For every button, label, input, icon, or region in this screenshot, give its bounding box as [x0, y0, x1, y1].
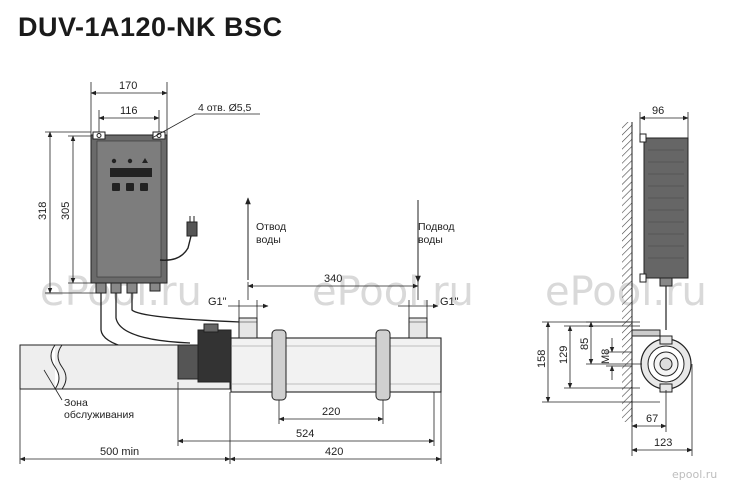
epool-logo: epool.ru	[672, 468, 717, 481]
service-zone-label-1: Зона	[64, 397, 88, 409]
dim-524: 524	[296, 428, 314, 440]
dim-318: 318	[37, 202, 49, 220]
dim-116: 116	[120, 105, 138, 117]
dim-m8: M8	[600, 349, 612, 364]
dim-67: 67	[646, 413, 658, 425]
dim-g1-left: G1"	[208, 296, 227, 308]
outlet-label-1: Отвод	[256, 221, 286, 233]
uv-chamber	[19, 317, 442, 401]
outlet-label-2: воды	[256, 234, 281, 246]
dim-220: 220	[322, 406, 340, 418]
dim-123: 123	[654, 437, 672, 449]
control-box	[90, 131, 241, 356]
dim-85: 85	[579, 338, 591, 350]
dim-g1-right: G1"	[440, 296, 459, 308]
dim-305: 305	[60, 202, 72, 220]
dim-340: 340	[324, 273, 342, 285]
side-view	[622, 122, 692, 422]
watermark-center: ePool.ru	[312, 269, 474, 315]
dim-96: 96	[652, 105, 664, 117]
dim-129: 129	[558, 346, 570, 364]
dim-420: 420	[325, 446, 343, 458]
dim-170: 170	[119, 80, 137, 92]
dim-158: 158	[536, 350, 548, 368]
inlet-label-2: воды	[418, 234, 443, 246]
inlet-label-1: Подвод	[418, 221, 454, 233]
drawing-title: DUV-1A120-NK BSC	[18, 12, 283, 42]
holes-label: 4 отв. Ø5,5	[198, 102, 252, 114]
dim-500-min: 500 min	[100, 446, 139, 458]
service-zone-label-2: обслуживания	[64, 409, 134, 421]
